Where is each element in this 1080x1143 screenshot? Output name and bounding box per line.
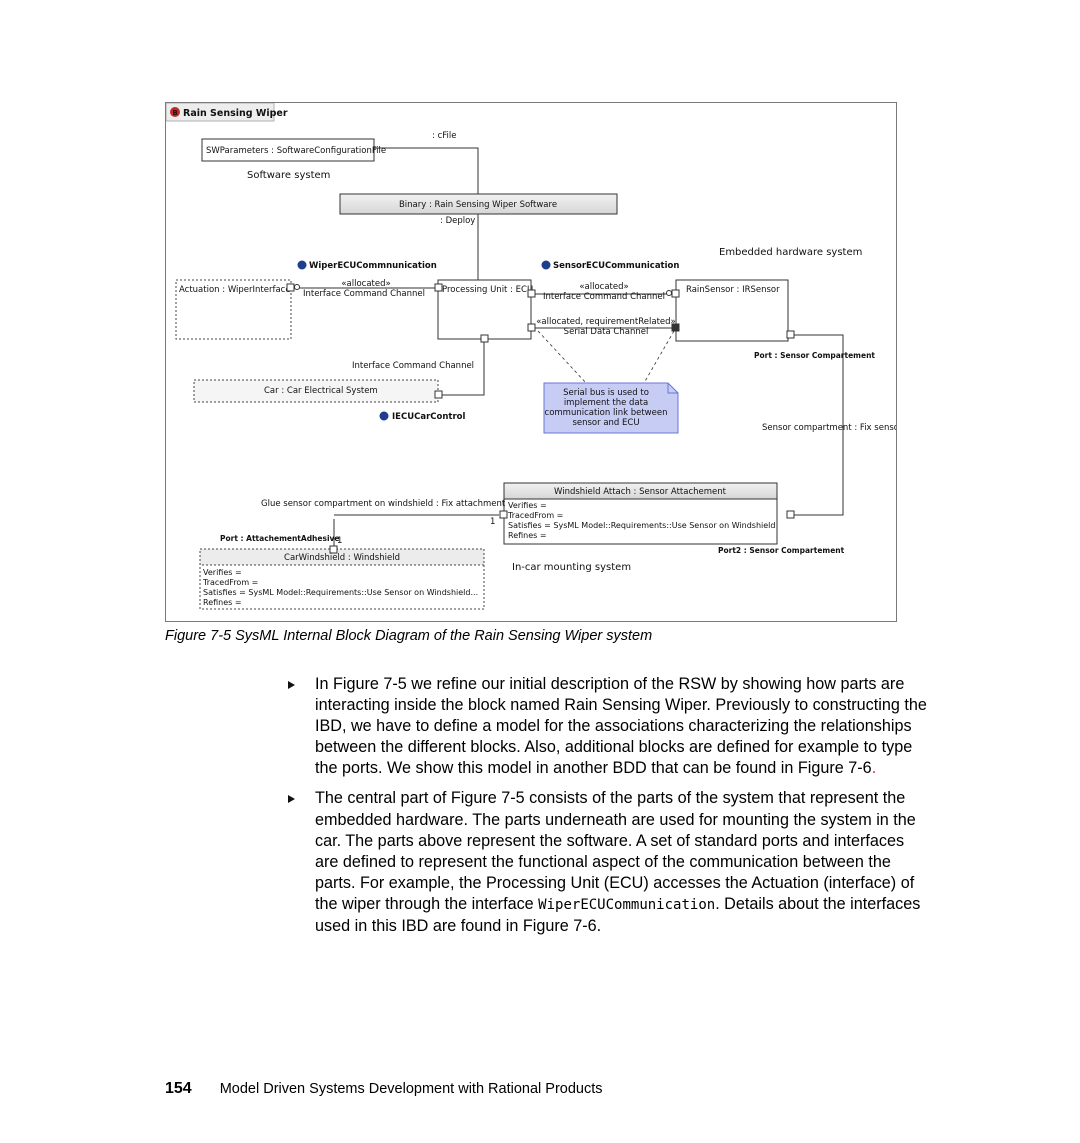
part-actuation-label: Actuation : WiperInterface	[179, 285, 291, 295]
label-port-sensor-comp: Port : Sensor Compartement	[754, 351, 875, 360]
label-port2-sensor-comp: Port2 : Sensor Compartement	[718, 546, 845, 555]
label-mult-1b: 1	[337, 536, 342, 546]
label-embedded-hw: Embedded hardware system	[719, 247, 862, 258]
label-sensor-comp-fix: Sensor compartment : Fix sensor	[762, 423, 896, 433]
cw-prop: Refines =	[203, 598, 242, 607]
label-cfile: : cFile	[432, 131, 456, 141]
bullet-arrow-icon	[288, 681, 295, 689]
part-processing-unit	[437, 279, 532, 340]
bullet-item: In Figure 7-5 we refine our initial desc…	[288, 674, 928, 779]
part-car	[193, 379, 439, 403]
wa-prop: TracedFrom =	[507, 511, 563, 520]
cw-prop: Verifies =	[203, 568, 242, 577]
note-box	[543, 382, 679, 434]
part-binary-label: Binary : Rain Sensing Wiper Software	[399, 200, 557, 210]
label-icc-3: Interface Command Channel	[352, 361, 474, 371]
part-rain-sensor-label: RainSensor : IRSensor	[686, 285, 780, 295]
interface-lollipops	[294, 284, 672, 296]
label-icc-1: Interface Command Channel	[303, 289, 425, 299]
label-allocated-2: «allocated»	[579, 282, 628, 292]
label-allocated-1: «allocated»	[341, 279, 390, 289]
interface-icon	[297, 260, 307, 270]
ports	[286, 283, 795, 554]
part-processing-unit-label: Processing Unit : ECU	[442, 285, 533, 295]
note-line: Serial bus is used to	[563, 388, 649, 398]
label-sensor-ecu-comm: SensorECUCommunication	[553, 261, 679, 271]
part-car-windshield-label: CarWindshield : Windshield	[284, 553, 400, 563]
connectors	[292, 147, 844, 548]
bullet-list: In Figure 7-5 we refine our initial desc…	[288, 674, 928, 946]
bullet-item: The central part of Figure 7-5 consists …	[288, 788, 928, 937]
figure-caption: Figure 7-5 SysML Internal Block Diagram …	[165, 628, 653, 644]
bullet-punct: .	[871, 759, 877, 778]
cw-prop: TracedFrom =	[202, 578, 258, 587]
interface-icon	[379, 411, 389, 421]
part-rain-sensor	[675, 279, 789, 342]
wa-prop: Satisfies = SysML Model::Requirements::U…	[508, 521, 775, 530]
page-number: 154	[165, 1080, 192, 1097]
ibd-diagram: B Rain Sensing Wiper SWParameters : Soft…	[166, 103, 896, 610]
part-binary	[339, 193, 618, 215]
label-wiper-ecu-comm: WiperECUCommnunication	[309, 261, 437, 271]
label-allocated-req: «allocated, requirementRelated»	[536, 317, 676, 327]
interface-icon	[541, 260, 551, 270]
cw-prop: Satisfies = SysML Model::Requirements::U…	[203, 588, 478, 597]
svg-text:B: B	[172, 109, 177, 117]
part-swparameters	[201, 138, 375, 162]
label-in-car-mounting: In-car mounting system	[512, 562, 631, 573]
note-anchors	[537, 330, 675, 384]
label-deploy: : Deploy	[440, 216, 475, 226]
diagram-title-tab	[166, 103, 275, 122]
inline-code: WiperECUCommunication	[538, 896, 716, 913]
part-swparameters-label: SWParameters : SoftwareConfigurationFile	[206, 146, 386, 156]
note-line: communication link between	[545, 408, 668, 418]
label-mult-1a: 1	[490, 517, 495, 527]
label-icc-2: Interface Command Channel	[543, 292, 665, 302]
note-line: sensor and ECU	[572, 418, 639, 428]
block-icon	[170, 107, 180, 117]
label-port-attach-adhesive: Port : AttachementAdhesive	[220, 534, 340, 543]
part-car-label: Car : Car Electrical System	[264, 386, 378, 396]
page-footer: 154 Model Driven Systems Development with…	[165, 1080, 603, 1098]
book-title: Model Driven Systems Development with Ra…	[219, 1081, 603, 1097]
diagram-title: Rain Sensing Wiper	[183, 108, 288, 119]
bullet-text-end: . Details about the interfaces used in t…	[315, 894, 921, 936]
note-line: implement the data	[564, 398, 648, 408]
label-software-system: Software system	[247, 170, 330, 181]
label-glue-sensor: Glue sensor compartment on windshield : …	[261, 499, 506, 509]
wa-prop: Refines =	[508, 531, 547, 540]
part-windshield-attach-label: Windshield Attach : Sensor Attachement	[554, 487, 727, 497]
ibd-figure: B Rain Sensing Wiper SWParameters : Soft…	[165, 102, 897, 622]
part-actuation	[175, 279, 292, 340]
wa-prop: Verifies =	[508, 501, 547, 510]
bullet-arrow-icon	[288, 795, 295, 804]
label-serial-data-channel: Serial Data Channel	[564, 327, 649, 337]
bullet-text: In Figure 7-5 we refine our initial desc…	[315, 675, 927, 778]
bullet-text: The central part of Figure 7-5 consists …	[315, 789, 916, 913]
label-ecu-car-control: IECUCarControl	[392, 412, 465, 422]
